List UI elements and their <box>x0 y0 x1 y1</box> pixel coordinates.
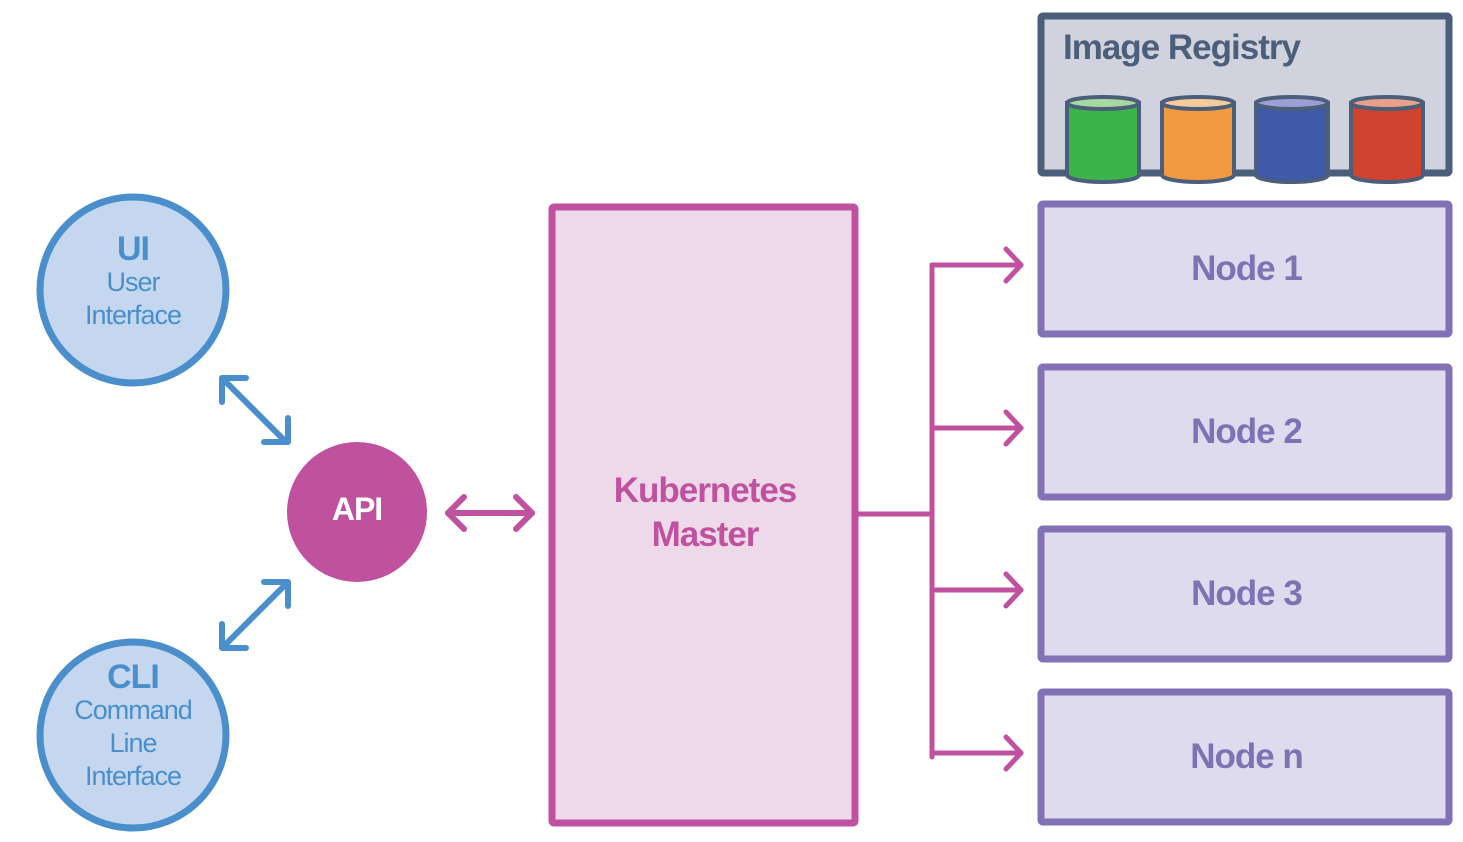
cli-client-circle[interactable] <box>36 638 230 832</box>
ui-client-subtitle-line-1: User <box>106 267 160 297</box>
ui-client-subtitle-line-2: Interface <box>84 300 182 330</box>
cli-api-arrow <box>219 579 291 651</box>
master-label-line-2: Master <box>651 515 760 554</box>
master-to-node-arrow-3 <box>929 571 1024 609</box>
kubernetes-master-label: Kubernetes Master <box>552 469 858 557</box>
master-to-node-arrow-2 <box>929 409 1024 447</box>
node-box-3[interactable] <box>1037 525 1453 663</box>
node-n-label: Node n <box>1190 737 1304 776</box>
ui-api-arrow <box>219 375 291 445</box>
master-to-node-arrow-4 <box>929 734 1024 772</box>
api-label: API <box>331 491 383 527</box>
image-cylinder-blue[interactable] <box>1254 95 1330 184</box>
ui-client-title: UI <box>117 230 150 268</box>
ui-client-circle[interactable] <box>36 193 230 387</box>
api-circle[interactable] <box>287 442 427 582</box>
cli-client-subtitle-line-3: Interface <box>84 761 182 791</box>
image-cylinder-red[interactable] <box>1349 95 1425 184</box>
cli-client[interactable]: CLI Command Line Interface <box>40 660 226 793</box>
image-cylinder-green[interactable] <box>1065 95 1141 184</box>
ui-client[interactable]: UI User Interface <box>40 232 226 332</box>
image-registry-title: Image Registry <box>1063 28 1301 67</box>
node-1-label: Node 1 <box>1191 249 1303 288</box>
node-box-4[interactable] <box>1037 688 1453 826</box>
master-to-node-arrow-1 <box>929 246 1024 284</box>
node-2-label: Node 2 <box>1191 412 1303 451</box>
node-3-label: Node 3 <box>1191 574 1303 613</box>
image-registry-box[interactable] <box>1037 12 1453 177</box>
cli-client-title: CLI <box>107 658 160 696</box>
master-label-line-1: Kubernetes <box>613 471 798 510</box>
node-box-1[interactable] <box>1037 200 1453 338</box>
cli-client-subtitle-line-1: Command <box>74 695 193 725</box>
image-cylinder-orange[interactable] <box>1160 95 1236 184</box>
master-node-connectors <box>852 262 935 760</box>
cli-client-subtitle-line-2: Line <box>109 728 157 758</box>
api-master-arrow <box>445 494 535 532</box>
node-box-2[interactable] <box>1037 363 1453 501</box>
